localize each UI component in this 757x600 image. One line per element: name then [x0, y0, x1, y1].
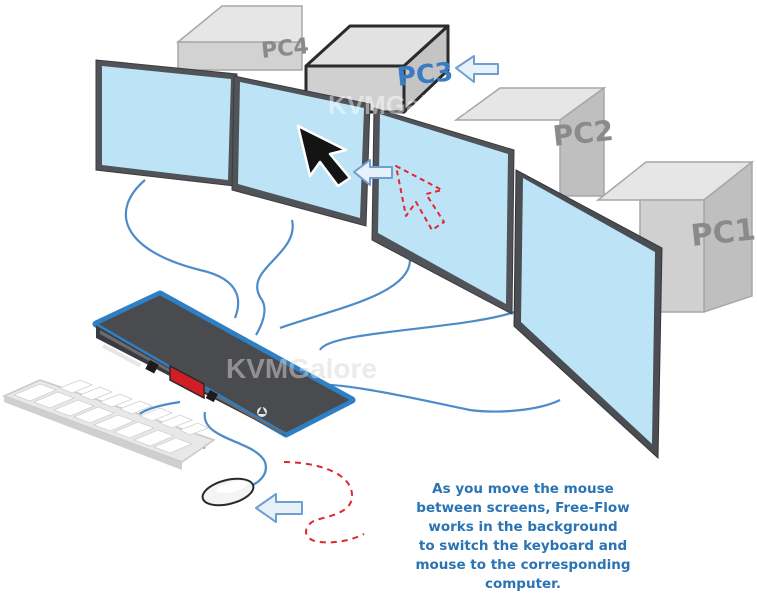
pc3-indicator-arrow-icon	[455, 55, 499, 83]
caption-line-3: works in the background	[428, 519, 618, 535]
caption-line-4: to switch the keyboard and	[418, 538, 628, 554]
mouse-pointer-icon	[296, 124, 352, 188]
screen-switch-arrow-icon	[353, 159, 393, 186]
monitor-1	[95, 59, 238, 187]
pc4-label: PC4	[260, 34, 310, 64]
mouse-arrow-icon	[255, 493, 303, 523]
watermark-middle: KVMGalore	[226, 353, 377, 384]
caption-line-6: computer.	[484, 576, 562, 592]
ghost-pointer-icon	[395, 165, 445, 231]
caption-line-5: mouse to the corresponding	[415, 557, 631, 573]
kvm-switch	[92, 290, 356, 438]
kvm-display	[169, 364, 205, 400]
monitor-4	[513, 169, 663, 460]
keyboard	[2, 379, 216, 470]
caption: As you move the mouse between screens, F…	[398, 480, 648, 594]
mouse	[201, 477, 255, 507]
pc4-tower: PC4	[175, 5, 310, 71]
monitor-2-screen	[238, 82, 364, 218]
pc2-tower: PC2	[453, 86, 615, 197]
pc1-tower: PC1	[595, 160, 757, 314]
monitor-3-screen	[378, 114, 508, 304]
keyboard-keys	[12, 379, 209, 454]
monitor-3	[371, 107, 515, 315]
caption-line-1: As you move the mouse	[432, 481, 614, 497]
pc1-label: PC1	[689, 212, 757, 254]
monitor-2	[231, 75, 371, 227]
pc3-label: PC3	[396, 57, 455, 93]
watermark-top: KVMGalore	[328, 90, 468, 120]
monitor-4-screen	[521, 178, 655, 444]
pc3-tower: PC3	[304, 24, 455, 114]
monitor-1-screen	[102, 66, 231, 180]
caption-line-2: between screens, Free-Flow	[416, 500, 630, 516]
pc2-label: PC2	[551, 114, 615, 153]
kvm-logo-icon	[257, 406, 267, 417]
mouse-movement-trail	[283, 461, 365, 544]
